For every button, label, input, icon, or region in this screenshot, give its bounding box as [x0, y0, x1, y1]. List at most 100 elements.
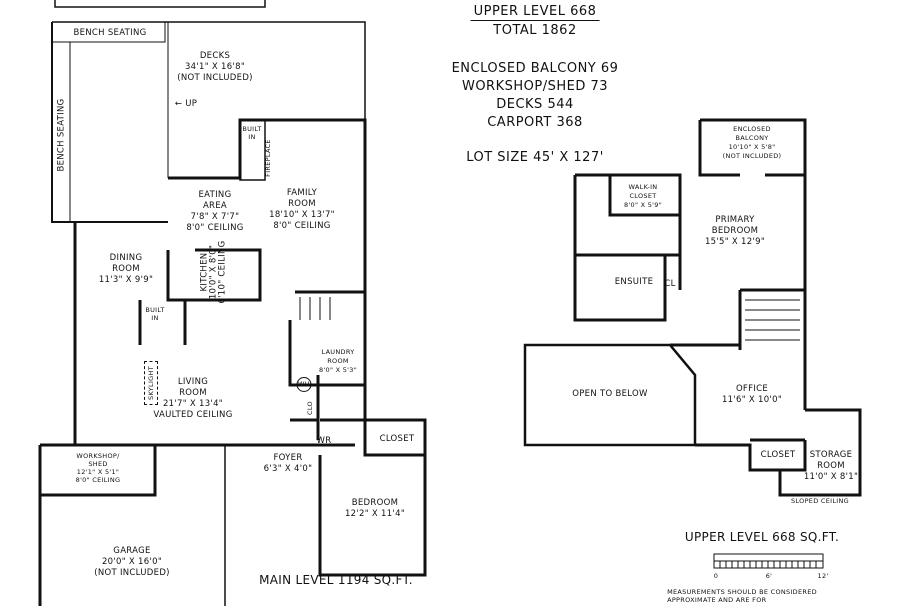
- room-note: (NOT INCLUDED): [722, 152, 782, 160]
- room-name: LIVING: [177, 377, 209, 387]
- primary-bedroom-label: PRIMARY BEDROOM 15'5" X 12'9": [705, 215, 765, 248]
- lot-size: LOT SIZE 45' X 127': [466, 150, 604, 165]
- main-level-caption: MAIN LEVEL 1194 SQ.FT.: [259, 573, 413, 587]
- room-ceiling: 8'0" CEILING: [75, 476, 121, 484]
- built-in-text: BUILT: [242, 125, 262, 133]
- workshop-sqft: WORKSHOP/SHED 73: [461, 79, 609, 94]
- up-arrow-label: ← UP: [174, 99, 198, 109]
- room-name: PRIMARY: [715, 215, 755, 225]
- room-name: OFFICE: [735, 384, 769, 394]
- room-ceiling: 8'0" CEILING: [186, 223, 244, 233]
- room-size: 12'2" X 11'4": [344, 509, 406, 519]
- room-size: 8'0" X 5'9": [624, 201, 662, 209]
- room-name: WALK-IN: [628, 183, 658, 191]
- foyer-label: FOYER 6'3" X 4'0": [264, 453, 313, 475]
- water-heater: WH: [296, 377, 312, 392]
- room-name: BALCONY: [735, 134, 769, 142]
- bench-seating-left: BENCH SEATING: [56, 98, 67, 172]
- room-size: 7'8" X 7'7": [190, 212, 240, 222]
- decks-sqft: DECKS 544: [496, 97, 574, 112]
- upper-closet-label: CLOSET: [760, 450, 796, 460]
- room-name: CLOSET: [629, 192, 657, 200]
- room-name: EATING: [198, 190, 232, 200]
- storage-room-label: STORAGE ROOM 11'0" X 8'1": [804, 450, 858, 483]
- garage-label: GARAGE 20'0" X 16'0" (NOT INCLUDED): [94, 546, 170, 579]
- kitchen-label: KITCHEN 10'0" X 8'0" 6'10" CEILING: [200, 240, 228, 304]
- scale-label-0: 0: [713, 572, 719, 580]
- built-in-dining: BUILT IN: [145, 306, 164, 322]
- room-size: 21'7" X 13'4": [162, 399, 224, 409]
- room-size: 18'10" X 13'7": [269, 210, 335, 220]
- bedroom-label: BEDROOM 12'2" X 11'4": [345, 498, 405, 520]
- built-in-text: BUILT: [145, 306, 165, 314]
- room-name: WORKSHOP/: [76, 452, 120, 460]
- closet-label: CLOSET: [379, 434, 415, 444]
- room-note: (NOT INCLUDED): [94, 568, 170, 578]
- upper-level-caption: UPPER LEVEL 668 SQ.FT.: [684, 530, 840, 544]
- room-ceiling: 8'0" CEILING: [273, 221, 331, 231]
- laundry-room-label: LAUNDRY ROOM 8'0" X 5'3": [319, 348, 357, 375]
- room-name: BEDROOM: [711, 226, 759, 236]
- upper-level-total-text: UPPER LEVEL 668: [470, 4, 600, 21]
- room-name: DINING: [109, 253, 143, 263]
- room-name: LAUNDRY: [321, 348, 355, 356]
- decks-note: (NOT INCLUDED): [177, 73, 253, 83]
- room-ceiling: VAULTED CEILING: [153, 410, 233, 420]
- fireplace-label: FIREPLACE: [264, 139, 272, 177]
- room-name: BEDROOM: [351, 498, 399, 508]
- room-size: 10'10" X 5'8": [728, 143, 776, 151]
- decks-label: DECKS 34'1" X 16'8" (NOT INCLUDED): [177, 51, 253, 84]
- room-size: 11'6" X 10'0": [721, 395, 783, 405]
- enclosed-balcony-label: ENCLOSED BALCONY 10'10" X 5'8" (NOT INCL…: [723, 125, 782, 161]
- disclaimer: MEASUREMENTS SHOULD BE CONSIDERED APPROX…: [667, 588, 817, 604]
- built-in-text-2: IN: [248, 133, 256, 141]
- built-in-text-2: IN: [151, 314, 159, 322]
- bench-seating-top: BENCH SEATING: [73, 28, 147, 38]
- upper-level-walls: [523, 118, 862, 497]
- washroom-label: WR: [316, 436, 332, 446]
- room-size: 8'0" X 5'3": [319, 366, 357, 374]
- room-name: STORAGE: [809, 450, 853, 460]
- top-partial-box: [54, 0, 266, 8]
- room-name: ROOM: [112, 264, 140, 274]
- scale-bar: [713, 553, 824, 569]
- room-size: 15'5" X 12'9": [704, 237, 766, 247]
- room-name: FAMILY: [286, 188, 318, 198]
- linen-closet-label: CL: [664, 279, 676, 289]
- built-in-fireplace-side: BUILT IN: [242, 125, 261, 141]
- total-sqft: TOTAL 1862: [493, 23, 577, 38]
- workshop-label: WORKSHOP/ SHED 12'1" X 5'1" 8'0" CEILING: [76, 452, 121, 484]
- dining-room-label: DINING ROOM 11'3" X 9'9": [99, 253, 153, 286]
- office-label: OFFICE 11'6" X 10'0": [722, 384, 782, 406]
- room-name: GARAGE: [113, 546, 151, 556]
- room-name: ENCLOSED: [733, 125, 771, 133]
- room-size: 11'0" X 8'1": [803, 472, 859, 482]
- room-size: 20'0" X 16'0": [101, 557, 163, 567]
- family-room-label: FAMILY ROOM 18'10" X 13'7" 8'0" CEILING: [269, 188, 335, 232]
- living-room-label: LIVING ROOM 21'7" X 13'4" VAULTED CEILIN…: [153, 377, 232, 421]
- upper-level-total: UPPER LEVEL 668: [470, 4, 600, 21]
- stairs-upper: [745, 299, 800, 341]
- room-name: ROOM: [817, 461, 845, 471]
- open-to-below-label: OPEN TO BELOW: [572, 389, 648, 399]
- room-name: ROOM: [288, 199, 316, 209]
- scale-label-6: 6': [765, 572, 773, 580]
- scale-label-12: 12': [817, 572, 829, 580]
- room-ceiling: 6'10" CEILING: [217, 240, 228, 304]
- disclaimer-line-1: MEASUREMENTS SHOULD BE CONSIDERED: [667, 588, 817, 596]
- ensuite-label: ENSUITE: [614, 277, 654, 287]
- enclosed-balcony-sqft: ENCLOSED BALCONY 69: [451, 61, 619, 76]
- room-name: ROOM: [327, 357, 349, 365]
- room-name: SHED: [88, 460, 108, 468]
- sloped-ceiling-label: SLOPED CEILING: [791, 497, 849, 505]
- decks-size: 34'1" X 16'8": [184, 62, 246, 72]
- room-size: 6'3" X 4'0": [263, 464, 313, 474]
- disclaimer-line-2: APPROXIMATE AND ARE FOR: [667, 596, 767, 604]
- eating-area-label: EATING AREA 7'8" X 7'7" 8'0" CEILING: [186, 190, 243, 234]
- decks-name: DECKS: [199, 51, 231, 61]
- carport-sqft: CARPORT 368: [487, 115, 583, 130]
- room-name: AREA: [202, 201, 228, 211]
- stairs-main: [295, 291, 365, 320]
